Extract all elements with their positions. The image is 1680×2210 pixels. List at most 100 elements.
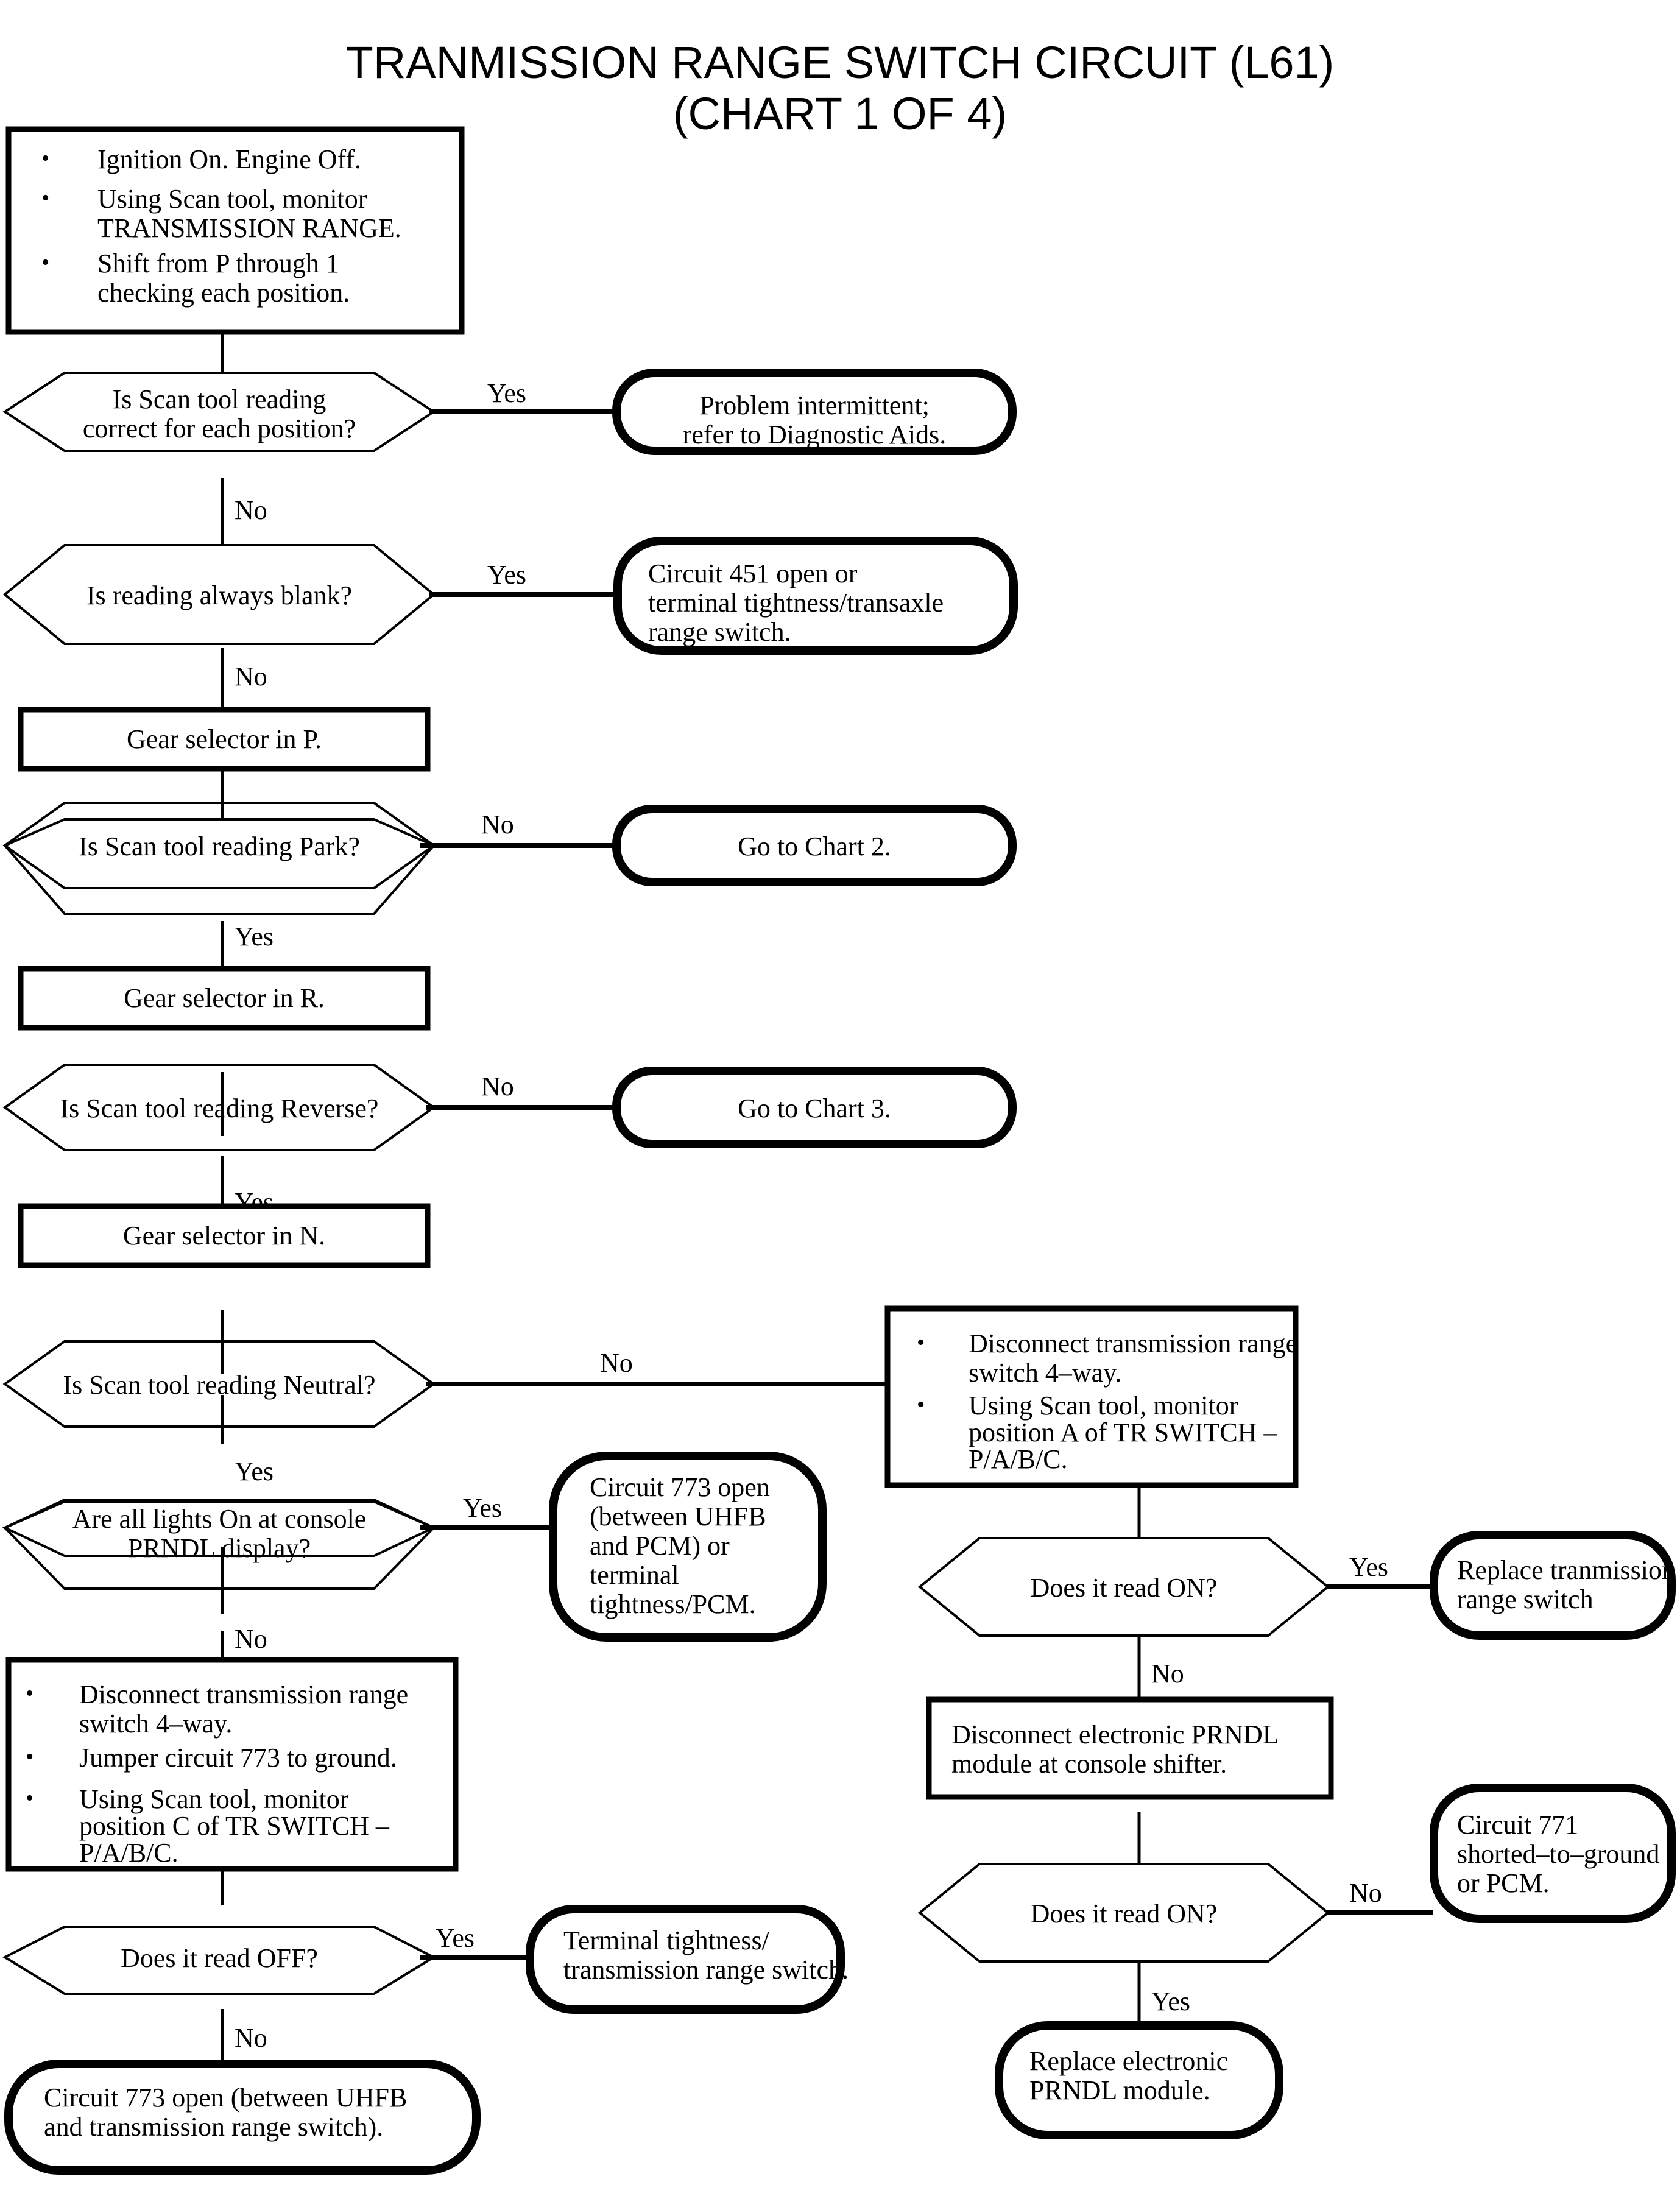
edge-label-no-6: No	[235, 1624, 267, 1654]
process-disconnect-prndl-module[interactable]: Disconnect electronic PRNDL module at co…	[926, 1696, 1334, 1800]
bullet-dot: •	[41, 146, 49, 171]
process-gear-selector-p[interactable]: Gear selector in P.	[18, 707, 431, 772]
proc-disc-prndl-line2: module at console shifter.	[951, 1749, 1227, 1779]
decision-all-lights-on[interactable]: Are all lights On at console PRNDL displ…	[2, 1499, 437, 1590]
edge-label-no-2: No	[235, 662, 267, 691]
term-tightness-line2: transmission range switch.	[563, 1955, 849, 1985]
process-gear-selector-r[interactable]: Gear selector in R.	[18, 966, 431, 1031]
process-disconnect-trs-position-a[interactable]: • Disconnect transmission range switch 4…	[884, 1305, 1299, 1488]
dec-on-1-label: Does it read ON?	[1031, 1573, 1218, 1603]
proc-jumper-b2: Jumper circuit 773 to ground.	[79, 1743, 397, 1773]
proc-jumper-b3-line2: position C of TR SWITCH –	[79, 1811, 390, 1841]
decision-does-it-read-on-1[interactable]: Does it read ON?	[917, 1537, 1330, 1637]
terminal-circuit-773-pcm[interactable]: Circuit 773 open (between UHFB and PCM) …	[549, 1452, 827, 1642]
proc-jumper-b3-line1: Using Scan tool, monitor	[79, 1784, 349, 1814]
proc-jumper-b1-line2: switch 4–way.	[79, 1709, 232, 1739]
dec-neutral-label: Is Scan tool reading Neutral?	[63, 1370, 375, 1400]
term-tightness-line1: Terminal tightness/	[563, 1926, 770, 1955]
term-451-line3: range switch.	[648, 617, 791, 647]
edge-label-no-7: No	[235, 2023, 267, 2053]
terminal-circuit-451[interactable]: Circuit 451 open or terminal tightness/t…	[613, 537, 1018, 655]
term-chart3-label: Go to Chart 3.	[738, 1093, 891, 1123]
edge-label-yes-8: Yes	[1349, 1552, 1388, 1582]
term-intermittent-line1: Problem intermittent;	[699, 390, 930, 420]
edge-label-yes-1: Yes	[487, 378, 526, 408]
proc-jumper-b3-line3: P/A/B/C.	[79, 1838, 178, 1868]
dec-correct-line1: Is Scan tool reading	[113, 384, 326, 414]
terminal-replace-electronic-prndl[interactable]: Replace electronic PRNDL module.	[995, 2021, 1283, 2139]
term-replace-prndl-line1: Replace electronic	[1029, 2046, 1228, 2076]
terminal-problem-intermittent[interactable]: Problem intermittent; refer to Diagnosti…	[612, 369, 1017, 455]
dec-reverse-label: Is Scan tool reading Reverse?	[60, 1093, 379, 1123]
edge-label-yes-7: Yes	[436, 1923, 475, 1953]
proc-gear-p-label: Gear selector in P.	[127, 724, 322, 754]
page-title-line2: (CHART 1 OF 4)	[673, 88, 1007, 139]
edge-label-yes-2: Yes	[487, 560, 526, 590]
proc-disc-a-b1-line2: switch 4–way.	[969, 1358, 1121, 1388]
step1-bullet-3-line1: Shift from P through 1	[97, 249, 339, 278]
dec-on-2-label: Does it read ON?	[1031, 1899, 1218, 1929]
terminal-terminal-tightness[interactable]: Terminal tightness/ transmission range s…	[526, 1905, 849, 2014]
term-451-line2: terminal tightness/transaxle	[648, 588, 944, 618]
page-title-line1: TRANMISSION RANGE SWITCH CIRCUIT (L61)	[346, 37, 1335, 88]
decision-reading-park[interactable]: Is Scan tool reading Park?	[2, 802, 436, 915]
terminal-replace-transmission-range-switch[interactable]: Replace tranmission range switch	[1430, 1531, 1676, 1640]
term-773pcm-line5: tightness/PCM.	[590, 1589, 756, 1619]
proc-disc-a-b2-line2: position A of TR SWITCH –	[969, 1417, 1277, 1447]
proc-jumper-b1-line1: Disconnect transmission range	[79, 1679, 408, 1709]
decision-reading-reverse[interactable]: Is Scan tool reading Reverse?	[2, 1064, 436, 1151]
edge-label-no-4: No	[481, 1071, 514, 1101]
term-773pcm-line4: terminal	[590, 1560, 679, 1590]
edge-label-no-9: No	[1349, 1878, 1382, 1908]
edge-label-yes-5: Yes	[235, 1456, 274, 1486]
bullet-dot: •	[26, 1681, 34, 1706]
term-771-line3: or PCM.	[1457, 1868, 1550, 1898]
bullet-dot: •	[917, 1392, 925, 1417]
bullet-dot: •	[41, 185, 49, 211]
proc-gear-r-label: Gear selector in R.	[124, 983, 325, 1013]
proc-disc-a-b2-line3: P/A/B/C.	[969, 1444, 1068, 1474]
decision-reading-neutral[interactable]: Is Scan tool reading Neutral?	[2, 1340, 436, 1428]
terminal-go-to-chart-2[interactable]: Go to Chart 2.	[612, 805, 1017, 886]
bullet-dot: •	[917, 1330, 925, 1355]
process-jumper-773[interactable]: • Disconnect transmission range switch 4…	[5, 1657, 459, 1872]
edge-label-no-1: No	[235, 495, 267, 525]
term-intermittent-line2: refer to Diagnostic Aids.	[683, 420, 947, 450]
decision-reading-always-blank[interactable]: Is reading always blank?	[2, 544, 436, 645]
step1-bullet-2-line2: TRANSMISSION RANGE.	[97, 213, 401, 243]
term-771-line1: Circuit 771	[1457, 1810, 1578, 1840]
term-773pcm-line2: (between UHFB	[590, 1502, 766, 1531]
process-gear-selector-n[interactable]: Gear selector in N.	[18, 1203, 431, 1268]
proc-disc-a-b2-line1: Using Scan tool, monitor	[969, 1391, 1238, 1421]
proc-disc-prndl-line1: Disconnect electronic PRNDL	[951, 1720, 1279, 1749]
edge-label-no-8: No	[1151, 1659, 1184, 1689]
process-step1[interactable]: • Ignition On. Engine Off. • Using Scan …	[5, 126, 465, 335]
bullet-dot: •	[41, 250, 49, 275]
terminal-circuit-773-trs[interactable]: Circuit 773 open (between UHFB and trans…	[4, 2060, 481, 2175]
term-773pcm-line3: and PCM) or	[590, 1531, 730, 1561]
edge-label-yes-9: Yes	[1151, 1986, 1190, 2016]
term-replace-trs-line1: Replace tranmission	[1457, 1555, 1675, 1585]
step1-bullet-3-line2: checking each position.	[97, 278, 350, 308]
step1-bullet-2-line1: Using Scan tool, monitor	[97, 184, 367, 214]
dec-blank-line1: Is reading always blank?	[86, 581, 352, 610]
decision-does-it-read-off[interactable]: Does it read OFF?	[2, 1926, 437, 1995]
decision-does-it-read-on-2[interactable]: Does it read ON?	[917, 1863, 1330, 1963]
edge-label-yes-3: Yes	[235, 922, 274, 951]
edge-label-no-3: No	[481, 810, 514, 839]
proc-disc-a-b1-line1: Disconnect transmission range	[969, 1329, 1297, 1358]
bullet-dot: •	[26, 1744, 34, 1770]
bullet-dot: •	[26, 1785, 34, 1811]
term-451-line1: Circuit 451 open or	[648, 559, 858, 588]
edge-labels: Yes No Yes No No Yes No Yes No Yes Yes N…	[235, 378, 1388, 2053]
terminal-circuit-771[interactable]: Circuit 771 shorted–to–ground or PCM.	[1430, 1784, 1676, 1923]
decision-scan-reading-correct[interactable]: Is Scan tool reading correct for each po…	[2, 372, 436, 452]
edge-label-no-5: No	[600, 1348, 633, 1378]
terminal-go-to-chart-3[interactable]: Go to Chart 3.	[612, 1067, 1017, 1148]
term-replace-prndl-line2: PRNDL module.	[1029, 2075, 1210, 2105]
term-773pcm-line1: Circuit 773 open	[590, 1472, 770, 1502]
term-replace-trs-line2: range switch	[1457, 1584, 1594, 1614]
step1-bullet-1: Ignition On. Engine Off.	[97, 144, 361, 174]
dec-correct-line2: correct for each position?	[83, 414, 356, 443]
